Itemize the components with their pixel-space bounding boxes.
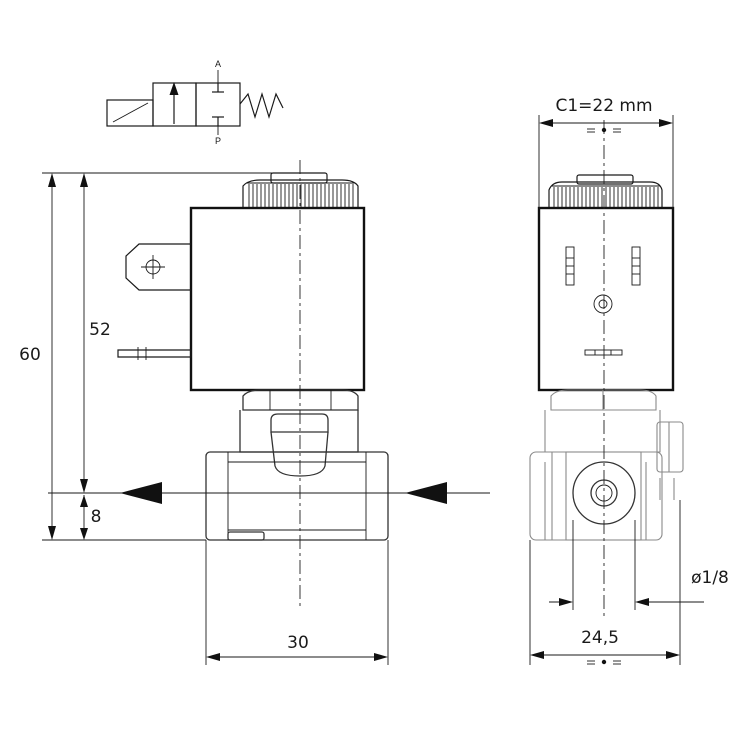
side-valve-body (529, 451, 663, 541)
front-bonnet (239, 410, 359, 477)
dim-side-width: 24,5 (581, 628, 619, 648)
port-a-label: A (215, 59, 221, 69)
dim-port-size: ø1/8 (691, 568, 729, 588)
front-terminal (125, 243, 191, 291)
symmetry-mark-top (587, 127, 621, 133)
side-bonnet (544, 410, 661, 453)
front-view (48, 160, 490, 610)
front-coil (189, 206, 366, 392)
side-hex-nut (550, 389, 657, 411)
front-valve-body (205, 451, 389, 541)
dim-coil-width: C1=22 mm (555, 96, 652, 116)
side-dimensions: C1=22 mm ø1/8 24,5 (529, 96, 729, 665)
side-coil (537, 206, 675, 392)
dim-coil-height: 52 (89, 320, 111, 340)
symbol-spring (239, 91, 284, 120)
front-ground-pin (117, 347, 192, 360)
side-view (529, 120, 684, 620)
flow-arrow-inlet (405, 482, 447, 504)
valve-symbol: A P (106, 59, 284, 146)
side-connector-pins (565, 246, 641, 356)
symmetry-mark-bottom (587, 659, 621, 665)
port-p-label: P (215, 136, 221, 146)
dim-total-height: 60 (19, 345, 41, 365)
side-fitting (656, 421, 684, 500)
side-cap (548, 174, 663, 208)
front-dimensions: 60 52 8 30 (19, 172, 389, 665)
flow-arrow-outlet (120, 482, 162, 504)
dim-front-width: 30 (287, 633, 309, 653)
front-hex-nut (242, 389, 359, 411)
dim-port-height: 8 (91, 507, 102, 527)
front-cap (242, 172, 359, 208)
